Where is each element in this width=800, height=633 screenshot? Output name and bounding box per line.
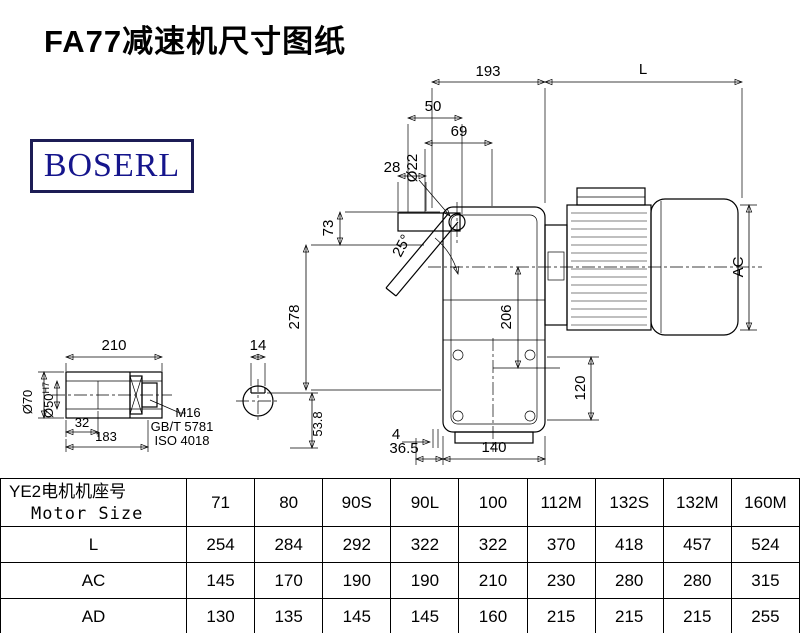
table-cell: 145: [322, 598, 392, 633]
table-cell: 457: [662, 526, 732, 563]
motor-frame-80: 80: [254, 478, 324, 527]
motor-frame-112M: 112M: [526, 478, 596, 527]
table-cell: 215: [662, 598, 732, 633]
note-standard-iso: ISO 4018: [155, 433, 210, 448]
dim-keyway-14: 14: [250, 337, 267, 354]
table-cell: 135: [254, 598, 324, 633]
motor-cooling-fins: [571, 212, 647, 326]
table-cell: 145: [185, 562, 256, 599]
motor-frame-132S: 132S: [594, 478, 664, 527]
motor-frame-160M: 160M: [730, 478, 800, 527]
row-label-AD: AD: [0, 598, 187, 633]
dim-28: 28: [384, 159, 401, 176]
table-cell: 190: [390, 562, 460, 599]
dim-angle-25: 25°: [389, 232, 415, 260]
gear-housing: [442, 206, 546, 444]
table-cell: 280: [594, 562, 664, 599]
row-label-L: L: [0, 526, 187, 563]
dim-120: 120: [572, 375, 589, 400]
table-cell: 230: [526, 562, 596, 599]
dim-hole-diameter-22: Ø22: [404, 154, 421, 182]
table-cell: 215: [526, 598, 596, 633]
table-cell: 190: [322, 562, 392, 599]
motor-frame-100: 100: [458, 478, 528, 527]
dim-183: 183: [95, 429, 117, 444]
table-cell: 210: [458, 562, 528, 599]
note-standard-gbt: GB/T 5781: [151, 419, 214, 434]
dim-53-8: 53.8: [310, 411, 325, 436]
table-row-AD: AD 130 135 145 145 160 215 215 215 255: [0, 598, 800, 633]
note-bolt-m16: M16: [175, 405, 200, 420]
table-cell: 280: [662, 562, 732, 599]
dim-4: 4: [392, 426, 400, 443]
table-cell: 370: [526, 526, 596, 563]
boserl-logo: BOSERL: [30, 139, 194, 193]
motor-size-header-en: Motor Size: [31, 503, 144, 524]
table-row-AC: AC 145 170 190 190 210 230 280 280 315: [0, 562, 800, 599]
dim-AC: AC: [730, 256, 747, 277]
hollow-shaft-detail: 210 Ø70 Ø50H7 32 183 M16 GB/T 5: [20, 337, 213, 452]
table-cell: 322: [458, 526, 528, 563]
dimension-table: YE2电机机座号 Motor Size 71 80 90S 90L 100 11…: [0, 478, 800, 633]
dim-69: 69: [451, 123, 468, 140]
dim-36-5: 36.5: [389, 440, 418, 457]
table-cell: 322: [390, 526, 460, 563]
motor: [544, 187, 739, 336]
dim-193: 193: [475, 63, 500, 80]
page-title: FA77减速机尺寸图纸: [44, 24, 347, 59]
motor-size-header-cn: YE2电机机座号: [9, 481, 127, 501]
gearbox-main-view: 193 L 50 69 Ø22 28 73: [286, 61, 762, 465]
table-cell: 418: [594, 526, 664, 563]
dim-shaft-od-70: Ø70: [20, 390, 35, 415]
boserl-logo-text: BOSERL: [43, 147, 181, 184]
table-row-L: L 254 284 292 322 322 370 418 457 524: [0, 526, 800, 563]
dim-50: 50: [425, 98, 442, 115]
table-cell: 284: [254, 526, 324, 563]
dim-L: L: [639, 61, 647, 78]
table-cell: 145: [390, 598, 460, 633]
motor-frame-132M: 132M: [662, 478, 732, 527]
keyway-section-view: 14 53.8: [236, 337, 325, 449]
table-cell: 254: [185, 526, 256, 563]
table-cell: 215: [594, 598, 664, 633]
motor-frame-90S: 90S: [322, 478, 392, 527]
table-cell: 130: [185, 598, 256, 633]
dim-140: 140: [481, 439, 506, 456]
dim-bore-50H7: Ø50H7: [41, 382, 56, 418]
table-cell: 292: [322, 526, 392, 563]
table-header-row: YE2电机机座号 Motor Size 71 80 90S 90L 100 11…: [0, 478, 800, 527]
dim-206: 206: [498, 304, 515, 329]
dim-210: 210: [101, 337, 126, 354]
motor-size-header: YE2电机机座号 Motor Size: [0, 478, 187, 527]
table-cell: 160: [458, 598, 528, 633]
dim-278: 278: [286, 304, 303, 329]
table-cell: 170: [254, 562, 324, 599]
table-cell: 315: [730, 562, 800, 599]
row-label-AC: AC: [0, 562, 187, 599]
table-cell: 524: [730, 526, 800, 563]
dim-73: 73: [320, 220, 337, 237]
motor-frame-71: 71: [185, 478, 256, 527]
dim-32: 32: [75, 415, 89, 430]
motor-frame-90L: 90L: [390, 478, 460, 527]
technical-drawing: 193 L 50 69 Ø22 28 73: [20, 61, 762, 465]
centerlines: [428, 202, 762, 452]
table-cell: 255: [730, 598, 800, 633]
